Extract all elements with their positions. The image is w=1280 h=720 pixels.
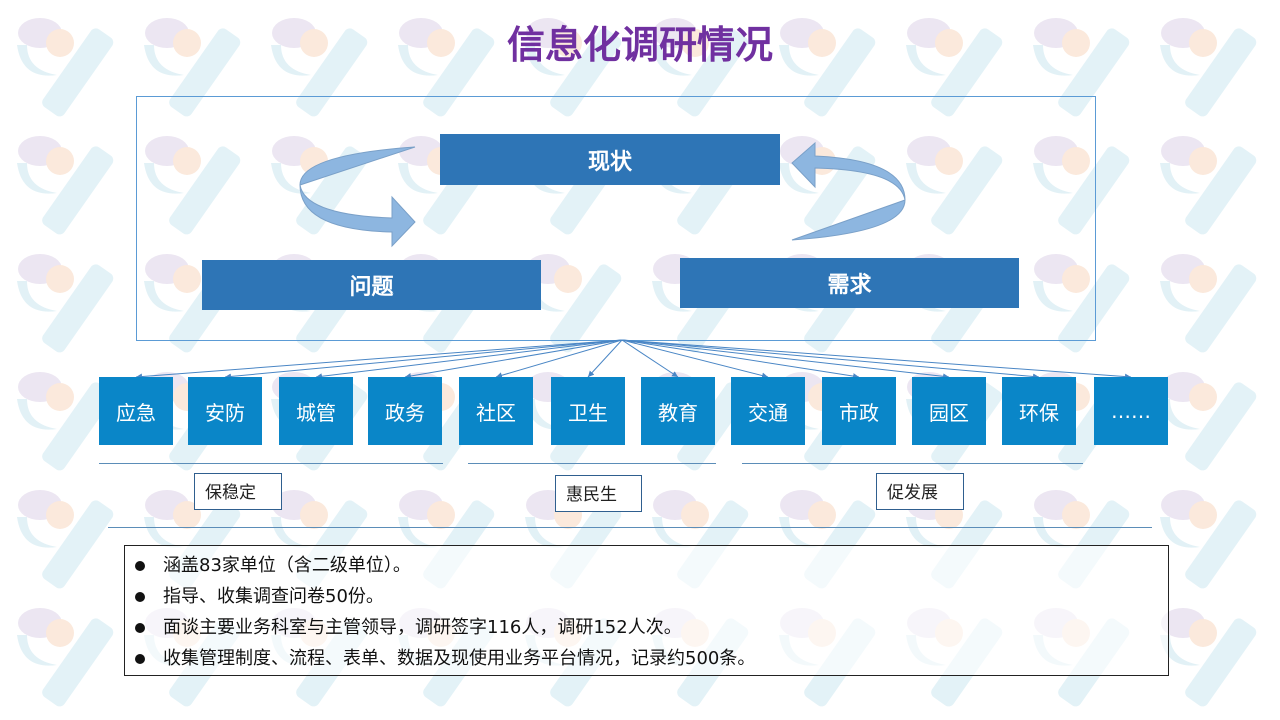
problem-box: 问题 bbox=[202, 260, 541, 310]
connector-arrow bbox=[621, 339, 860, 380]
bullet-icon bbox=[135, 653, 145, 664]
list-item-text: 涵盖83家单位（含二级单位）。 bbox=[163, 555, 411, 576]
bullet-icon bbox=[135, 591, 145, 602]
category-box: 安防 bbox=[188, 377, 262, 445]
summary-list: 涵盖83家单位（含二级单位）。 指导、收集调查问卷50份。 面谈主要业务科室与主… bbox=[124, 545, 1169, 676]
connector-arrow bbox=[315, 339, 623, 380]
category-box: 教育 bbox=[641, 377, 715, 445]
demand-box: 需求 bbox=[680, 258, 1019, 308]
connector-arrow bbox=[621, 339, 769, 379]
list-item: 面谈主要业务科室与主管领导，调研签字116人，调研152人次。 bbox=[135, 612, 1168, 643]
category-box: 社区 bbox=[459, 377, 533, 445]
list-item: 涵盖83家单位（含二级单位）。 bbox=[135, 550, 1168, 581]
category-box: 城管 bbox=[279, 377, 353, 445]
connector-arrow bbox=[224, 339, 623, 380]
connector-arrow bbox=[404, 339, 623, 379]
group-divider bbox=[742, 463, 1083, 464]
connector-arrow bbox=[135, 339, 623, 380]
category-box: 园区 bbox=[912, 377, 986, 445]
group-divider bbox=[99, 463, 443, 464]
group-label-livelihood: 惠民生 bbox=[555, 475, 642, 512]
page-title: 信息化调研情况 bbox=[506, 23, 773, 67]
connector-arrow bbox=[621, 339, 1040, 380]
category-box: 市政 bbox=[822, 377, 896, 445]
bullet-icon bbox=[135, 560, 145, 571]
left-cycle-arrow-icon bbox=[299, 146, 416, 248]
list-item-text: 收集管理制度、流程、表单、数据及现使用业务平台情况，记录约500条。 bbox=[163, 648, 756, 669]
category-box: 应急 bbox=[99, 377, 173, 445]
connector-arrow bbox=[621, 339, 679, 378]
status-box: 现状 bbox=[440, 134, 780, 185]
category-box: 交通 bbox=[731, 377, 805, 445]
group-label-development: 促发展 bbox=[876, 473, 964, 510]
connector-arrow bbox=[587, 339, 623, 378]
list-item-text: 面谈主要业务科室与主管领导，调研签字116人，调研152人次。 bbox=[163, 617, 682, 638]
connector-arrow bbox=[621, 339, 950, 380]
group-label-stability: 保稳定 bbox=[194, 473, 282, 510]
list-item-text: 指导、收集调查问卷50份。 bbox=[163, 586, 384, 607]
category-box: 卫生 bbox=[551, 377, 625, 445]
list-item: 指导、收集调查问卷50份。 bbox=[135, 581, 1168, 612]
connector-arrow bbox=[495, 339, 623, 379]
category-box: 环保 bbox=[1002, 377, 1076, 445]
list-item: 收集管理制度、流程、表单、数据及现使用业务平台情况，记录约500条。 bbox=[135, 643, 1168, 674]
category-box: 政务 bbox=[368, 377, 442, 445]
bullet-icon bbox=[135, 622, 145, 633]
group-divider bbox=[468, 463, 716, 464]
category-box: …… bbox=[1094, 377, 1168, 445]
right-cycle-arrow-icon bbox=[791, 141, 906, 241]
connector-arrow bbox=[621, 339, 1132, 380]
section-divider bbox=[108, 527, 1152, 528]
